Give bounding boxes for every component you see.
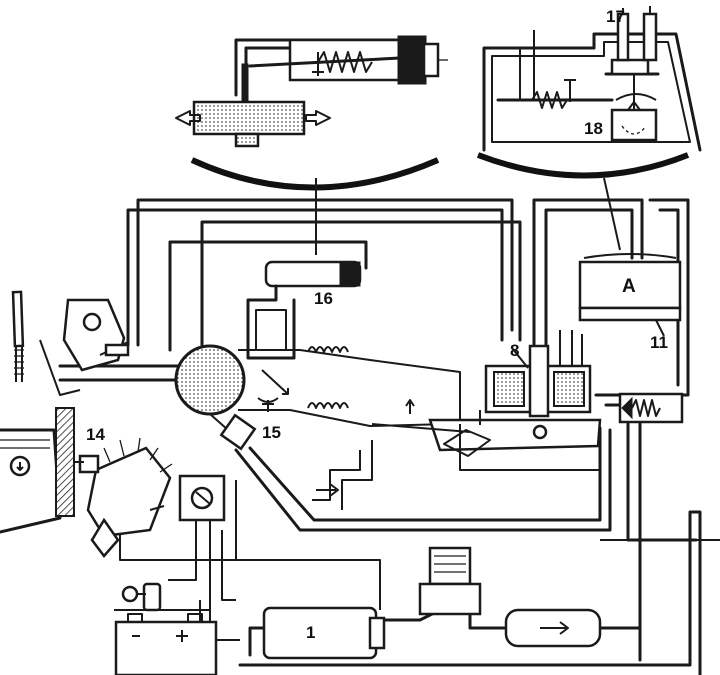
battery bbox=[114, 613, 218, 675]
label-1: 1 bbox=[306, 623, 315, 642]
flow-arrows bbox=[316, 483, 339, 497]
inset-regulator-detail bbox=[482, 6, 702, 152]
pressure-relief-valve bbox=[618, 392, 684, 424]
intake-manifold bbox=[0, 407, 75, 534]
fuel-filter bbox=[504, 608, 602, 648]
inset-valve-pointer bbox=[190, 157, 440, 191]
throttle-bellows bbox=[257, 346, 349, 412]
label-15: 15 bbox=[262, 423, 281, 442]
warm-up-regulator bbox=[578, 253, 682, 337]
inset-valve-detail bbox=[175, 35, 448, 148]
mixture-control-unit bbox=[371, 330, 602, 471]
fuel-pump bbox=[258, 606, 386, 660]
cold-start-valve bbox=[246, 260, 362, 360]
inset-regulator-pointer bbox=[476, 152, 690, 179]
ignition-switch bbox=[121, 582, 162, 612]
label-11: 11 bbox=[650, 333, 668, 352]
label-a: A bbox=[622, 276, 636, 297]
label-8: 8 bbox=[510, 341, 519, 360]
relay-switch-box bbox=[178, 474, 226, 522]
label-17: 17 bbox=[606, 7, 625, 26]
distributor bbox=[74, 437, 173, 558]
pointer-line-a bbox=[603, 177, 621, 251]
injector-assembly bbox=[11, 290, 130, 396]
label-16: 16 bbox=[314, 289, 333, 308]
label-14: 14 bbox=[86, 425, 105, 444]
label-18: 18 bbox=[584, 119, 603, 138]
fuel-accumulator bbox=[418, 546, 482, 616]
air-flow-meter bbox=[174, 344, 257, 451]
fuel-tank bbox=[600, 510, 720, 675]
